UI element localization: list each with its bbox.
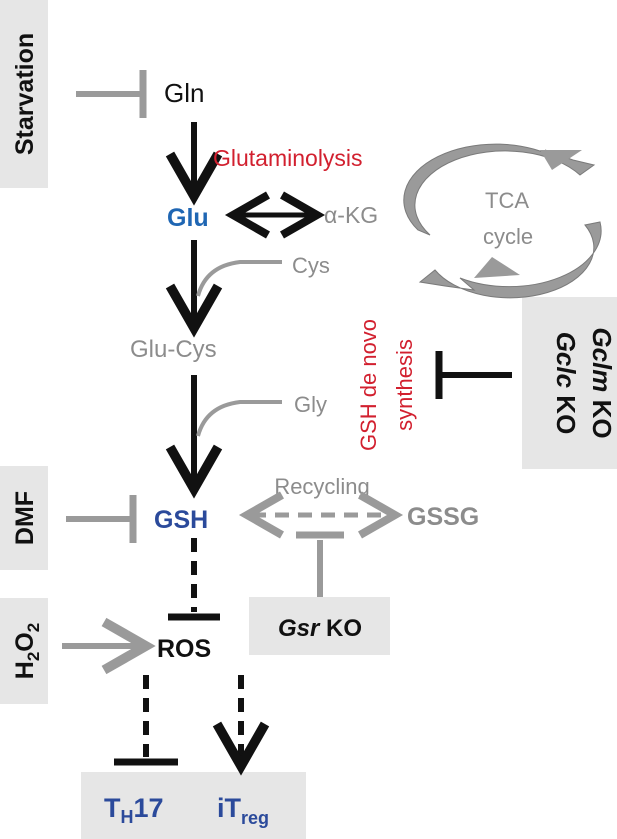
h2o2-box	[0, 598, 48, 704]
outputs-box	[81, 772, 306, 839]
tca-cycle-icon	[403, 143, 602, 299]
starvation-label: Starvation	[11, 33, 39, 155]
cys-input-curve	[196, 260, 282, 297]
gclc-gclm-ko-box	[522, 297, 617, 469]
svg-text:Gclc KO: Gclc KO	[551, 332, 581, 435]
glu-cys-label: Glu-Cys	[130, 336, 217, 363]
gclc-gclm-ko-label: Gclc KO Gclm KO	[551, 327, 617, 438]
gsh-label: GSH	[154, 506, 208, 534]
akg-label: α-KG	[324, 202, 378, 228]
gsh-de-novo-label-line1: GSH de novo	[356, 319, 381, 451]
tca-label-line2: cycle	[483, 224, 533, 249]
gssg-label: GSSG	[407, 503, 479, 531]
ros-label: ROS	[157, 635, 211, 663]
h2o2-label: H2O2	[11, 623, 43, 679]
gln-label: Gln	[164, 78, 204, 108]
dmf-label: DMF	[11, 491, 39, 545]
gly-input-curve	[196, 400, 282, 437]
glutaminolysis-label: Glutaminolysis	[213, 145, 363, 171]
svg-text:Gclm KO: Gclm KO	[587, 327, 617, 438]
cys-label: Cys	[292, 253, 330, 278]
glu-label: Glu	[167, 204, 209, 232]
gsr-ko-label: Gsr KO	[278, 615, 362, 642]
dmf-box	[0, 466, 48, 570]
gsr-ko-box	[249, 597, 390, 655]
tca-label-line1: TCA	[485, 188, 529, 213]
itreg-label: iTreg	[217, 793, 269, 828]
gsh-de-novo-label-line2: synthesis	[392, 339, 417, 431]
starvation-box	[0, 0, 48, 188]
gly-label: Gly	[294, 392, 327, 417]
recycling-label: Recycling	[274, 474, 369, 499]
th17-label: TH17	[104, 793, 164, 827]
